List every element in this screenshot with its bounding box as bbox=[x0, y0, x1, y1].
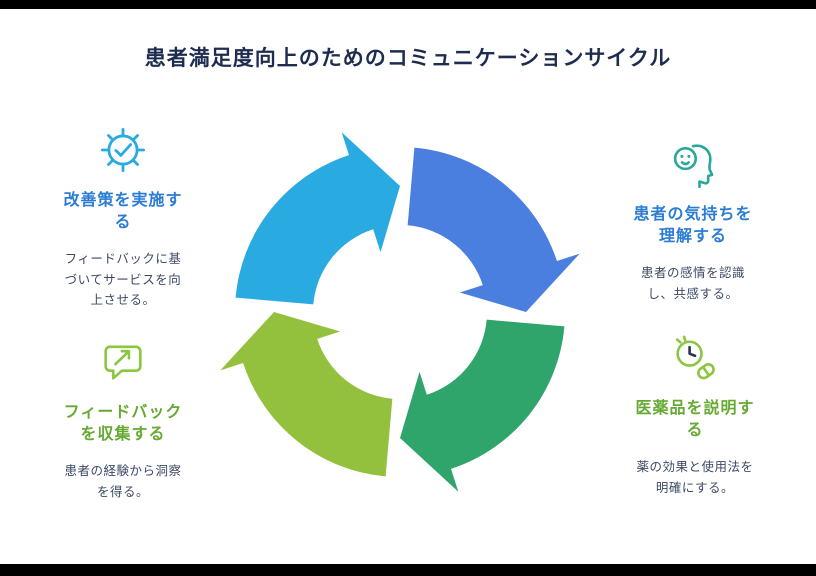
step-body: 薬の効果と使用法を明確にする。 bbox=[636, 460, 754, 495]
step-heading: 改善策を実施する bbox=[63, 192, 183, 231]
cycle-arrow-bottom-left bbox=[220, 312, 393, 477]
speech-arrow-icon bbox=[104, 345, 142, 380]
gear-check-icon bbox=[101, 128, 145, 172]
step-heading: フィードバックを収集する bbox=[63, 404, 183, 443]
eye-dot bbox=[680, 154, 684, 158]
step-body: 患者の感情を認識し、共感する。 bbox=[640, 266, 745, 301]
step-body: 患者の経験から洞察を得る。 bbox=[64, 464, 182, 499]
eye-dot bbox=[687, 154, 691, 158]
step-explain-medication: 医薬品を説明する 薬の効果と使用法を明確にする。 bbox=[600, 332, 790, 498]
step-collect-feedback: フィードバックを収集する 患者の経験から洞察を得る。 bbox=[28, 336, 218, 502]
cycle-arrow-top-left bbox=[235, 132, 400, 305]
step-heading: 患者の気持ちを理解する bbox=[633, 206, 753, 245]
top-border-bar bbox=[0, 0, 816, 9]
cycle-arrow-bottom-right bbox=[400, 319, 565, 492]
head-smile-icon bbox=[673, 144, 714, 189]
bottom-border-bar bbox=[0, 564, 816, 576]
step-implement-improvements: 改善策を実施する フィードバックに基づいてサービスを向上させる。 bbox=[28, 124, 218, 311]
cycle-diagram bbox=[220, 132, 580, 492]
clock-pill-icon bbox=[675, 335, 715, 380]
step-understand-feelings: 患者の気持ちを理解する 患者の感情を認識し、共感する。 bbox=[598, 138, 788, 304]
cycle-arrow-top-right bbox=[407, 147, 580, 312]
page-title: 患者満足度向上のためのコミュニケーションサイクル bbox=[144, 47, 672, 70]
step-body: フィードバックに基づいてサービスを向上させる。 bbox=[64, 252, 182, 308]
step-heading: 医薬品を説明する bbox=[635, 400, 755, 439]
